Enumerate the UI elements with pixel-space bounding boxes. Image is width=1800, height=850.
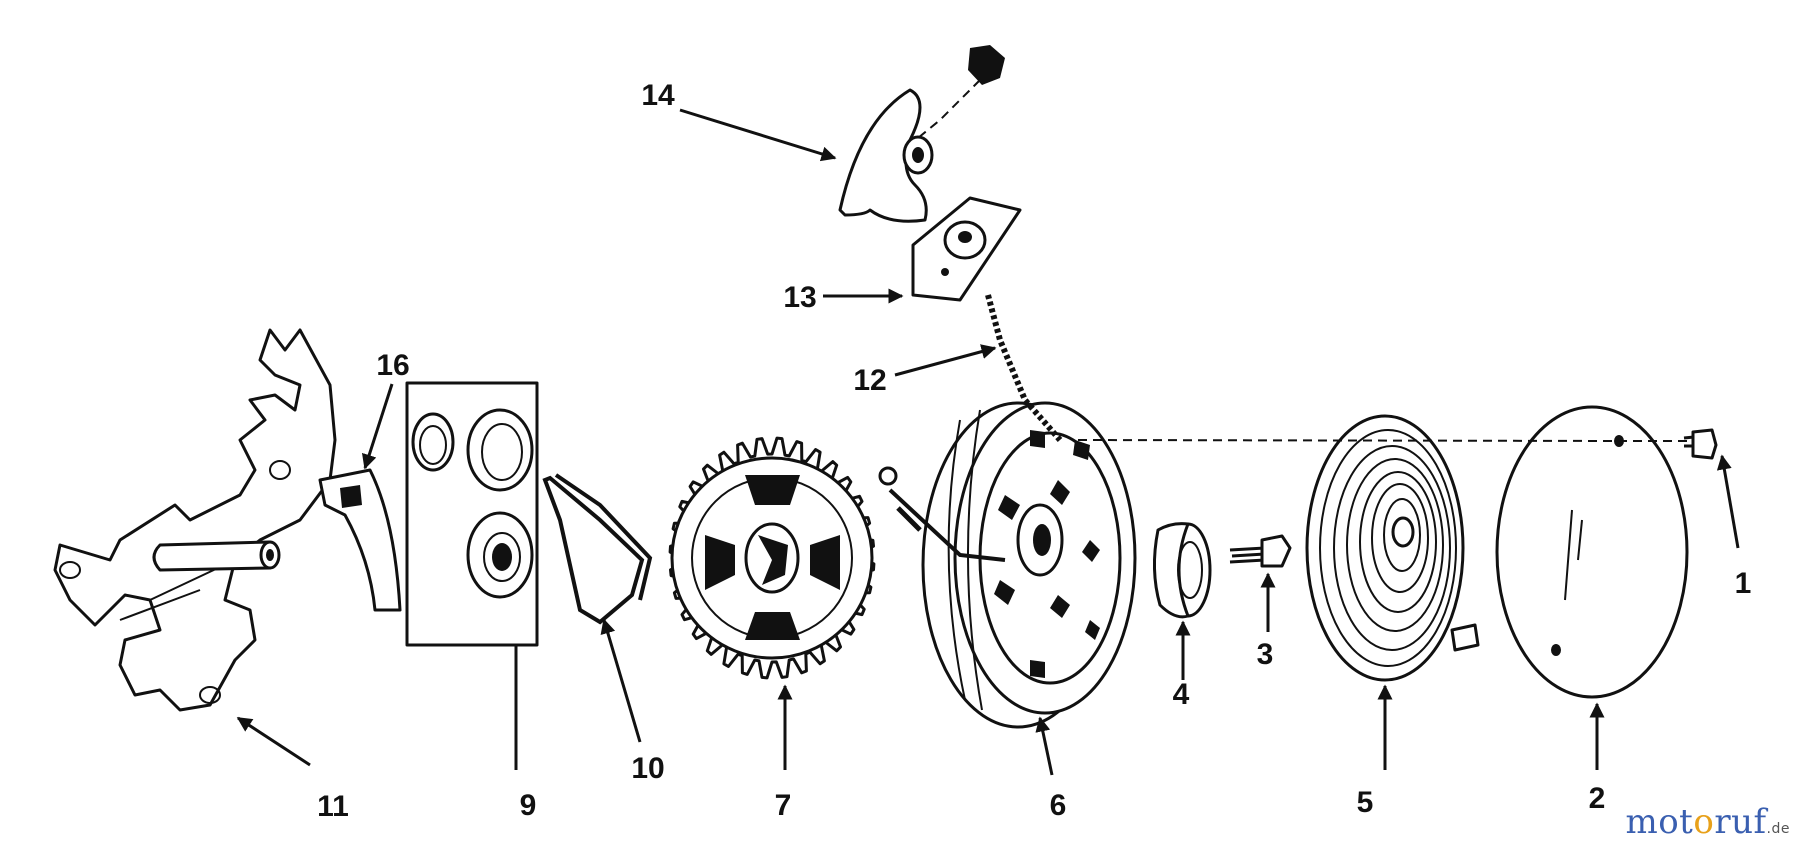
callout-4: 4 [1173, 678, 1190, 711]
watermark-logo: motoruf.de [1625, 802, 1790, 842]
part-2-cover [1495, 405, 1689, 699]
part-14-handle [838, 45, 1005, 223]
callout-2: 2 [1589, 782, 1606, 815]
callout-7: 7 [775, 789, 792, 822]
callout-5: 5 [1357, 786, 1374, 819]
part-16-latch [318, 468, 402, 612]
callout-10: 10 [631, 752, 664, 785]
callout-11: 11 [317, 790, 349, 823]
part-12-rope [985, 294, 1063, 442]
watermark-part-a: mot [1625, 802, 1694, 842]
alignment-line [1077, 439, 1690, 442]
callout-3: 3 [1257, 638, 1274, 671]
watermark-part-b: o [1693, 802, 1715, 842]
callout-1: 1 [1735, 567, 1752, 600]
callout-9: 9 [520, 789, 537, 822]
part-10-wire-spring [542, 473, 653, 625]
watermark-part-d: .de [1766, 821, 1790, 837]
part-7-gear [668, 436, 876, 680]
callout-16: 16 [376, 349, 409, 382]
part-9-plate [405, 381, 539, 647]
callout-6: 6 [1050, 789, 1067, 822]
part-5-coil-spring [1305, 414, 1480, 682]
callout-13: 13 [783, 281, 816, 314]
part-6-pulley [878, 401, 1137, 729]
callout-labels: 14 13 12 16 11 9 10 7 6 4 3 5 2 1 [317, 79, 1751, 823]
callout-12: 12 [853, 364, 886, 397]
leader-lines [236, 108, 1740, 776]
part-4-collar [1152, 522, 1212, 619]
part-3-screw [1229, 534, 1292, 568]
part-1-screw [1683, 428, 1718, 460]
part-13-plate [911, 196, 1022, 302]
watermark-part-c: ruf [1714, 802, 1767, 842]
part-11-bracket [53, 328, 337, 712]
callout-14: 14 [641, 79, 675, 112]
